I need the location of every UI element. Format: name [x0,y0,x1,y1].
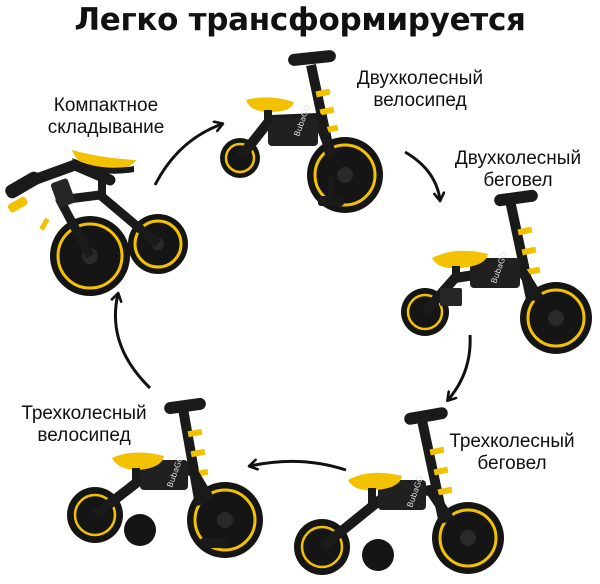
label-compact-folding: Компактное складывание [22,95,190,139]
label-three-wheel-bike: Трехколесный велосипед [0,403,168,447]
bike-compact-folded [5,150,188,296]
label-line: велосипед [373,90,467,111]
cycle-arrow-icon [115,294,152,390]
bike-two-wheel-bicycle: BubaGO [220,50,383,213]
bike-three-wheel-bicycle: BubaGO [67,397,263,558]
label-line: велосипед [37,425,131,446]
label-two-wheel-balance: Двухколесный беговел [432,148,600,192]
label-line: Компактное [53,95,159,116]
cycle-arrow-icon [250,461,347,472]
label-line: Двухколесный [454,148,582,169]
label-line: беговел [477,453,547,474]
label-three-wheel-balance: Трехколесный беговел [424,431,600,475]
bike-three-wheel-balance: BubaGO [294,407,504,575]
label-line: Трехколесный [21,403,147,424]
label-line: складывание [47,117,165,138]
page-title: Легко трансформируется [74,2,526,38]
label-line: Трехколесный [449,431,575,452]
cycle-arrow-icon [153,124,222,186]
cycle-arrow-icon [448,334,472,400]
label-line: Двухколесный [356,68,484,89]
label-two-wheel-bike: Двухколесный велосипед [330,68,510,112]
bike-two-wheel-balance: BubaGO [401,189,592,354]
cycle-arrow-icon [404,150,440,200]
label-line: беговел [483,170,553,191]
